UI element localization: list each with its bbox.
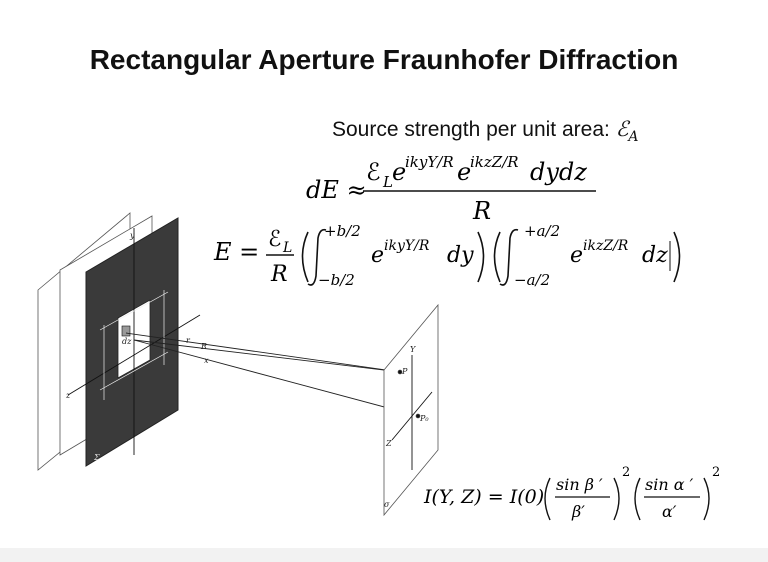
bracket-2-left <box>493 231 501 283</box>
E-lhs: E = <box>213 238 259 266</box>
slide-title: Rectangular Aperture Fraunhofer Diffract… <box>89 44 679 75</box>
dE-lhs: dE ≈ <box>306 176 367 204</box>
I-paren-2-right <box>703 477 710 521</box>
I-paren-2-left <box>634 477 641 521</box>
int1-pow: ikyY/R <box>384 238 430 254</box>
E-pref-den: R <box>270 262 288 287</box>
ray-R <box>133 339 401 373</box>
int2-lower: −a/2 <box>514 271 550 289</box>
I-frac2-den: α′ <box>662 502 677 521</box>
label-Z: Z <box>385 439 392 448</box>
point-P <box>397 369 403 375</box>
ray-r <box>125 332 401 373</box>
label-sigma: σ <box>384 500 390 509</box>
point-P0 <box>415 413 421 419</box>
dE-num-tail: dydz <box>530 158 587 186</box>
int1-upper: +b/2 <box>324 222 361 240</box>
intensity-equation: I(Y, Z) = I(0) sin β ′ β′ 2 sin α ′ α′ 2 <box>423 465 720 521</box>
I-frac1-num: sin β ′ <box>556 475 603 494</box>
label-dz: dz <box>122 337 132 346</box>
bracket-1-left <box>301 231 309 283</box>
label-aperture-y: y <box>129 231 135 240</box>
label-Y: Y <box>410 345 416 354</box>
integral-1-sign <box>307 228 327 286</box>
bracket-2-right <box>673 231 681 283</box>
source-strength-line: Source strength per unit area: ℰA <box>332 117 639 145</box>
dE-num-pow1: ikyY/R <box>405 153 454 171</box>
aperture-z-axis <box>67 314 201 396</box>
optical-axis-x <box>133 339 419 417</box>
integral-2-sign <box>499 228 519 286</box>
int2-diff: dz <box>642 243 668 268</box>
source-strength-symbol: ℰ <box>615 117 629 141</box>
slide-bottom-strip <box>0 548 768 562</box>
area-element-dz <box>121 325 131 337</box>
dE-num-e1: e <box>392 158 406 186</box>
diagram-labels: y z x dz r R Y Z P P₀ σ Σ <box>65 231 429 509</box>
dE-num-symbol: ℰ <box>366 158 381 186</box>
screen-Z-axis <box>391 391 433 441</box>
source-strength-subscript: A <box>628 129 639 145</box>
label-R: R <box>200 342 207 351</box>
label-P: P <box>401 367 408 376</box>
dE-num-pow2: ikzZ/R <box>470 153 519 171</box>
I-power-2: 2 <box>712 465 720 480</box>
label-Sigma: Σ <box>93 453 100 462</box>
label-r: r <box>186 336 191 345</box>
I-paren-1-right <box>613 477 620 521</box>
int2-upper: +a/2 <box>524 222 560 240</box>
dE-num-sub: L <box>382 173 393 191</box>
int2-pow: ikzZ/R <box>583 238 629 254</box>
E-pref-num-symbol: ℰ <box>268 227 281 252</box>
I-power-1: 2 <box>622 465 630 480</box>
int1-e: e <box>371 243 384 268</box>
source-strength-label: Source strength per unit area: <box>332 118 610 141</box>
bracket-1-right <box>477 231 485 283</box>
int2-e: e <box>570 243 583 268</box>
dE-denominator: R <box>472 197 491 225</box>
label-aperture-x: x <box>204 356 209 365</box>
aperture-guide-bottom <box>99 351 169 391</box>
int1-diff: dy <box>447 243 474 268</box>
aperture-guide-top <box>99 291 169 331</box>
I-lhs: I(Y, Z) = I(0) <box>423 486 544 508</box>
I-paren-1-left <box>544 477 551 521</box>
I-frac2-num: sin α ′ <box>645 475 694 494</box>
label-P0: P₀ <box>419 414 429 423</box>
dE-num-e2: e <box>457 158 471 186</box>
I-frac1-den: β′ <box>571 502 585 521</box>
dE-equation: dE ≈ ℰ L e ikyY/R e ikzZ/R dydz R <box>306 153 596 225</box>
observation-screen <box>383 303 439 517</box>
E-equation: E = ℰ L R +b/2 −b/2 e ikyY/R dy +a/2 −a/… <box>213 222 681 289</box>
int1-lower: −b/2 <box>318 271 355 289</box>
label-aperture-z: z <box>65 391 71 400</box>
E-pref-num-sub: L <box>282 240 292 256</box>
diffraction-diagram <box>37 212 439 517</box>
